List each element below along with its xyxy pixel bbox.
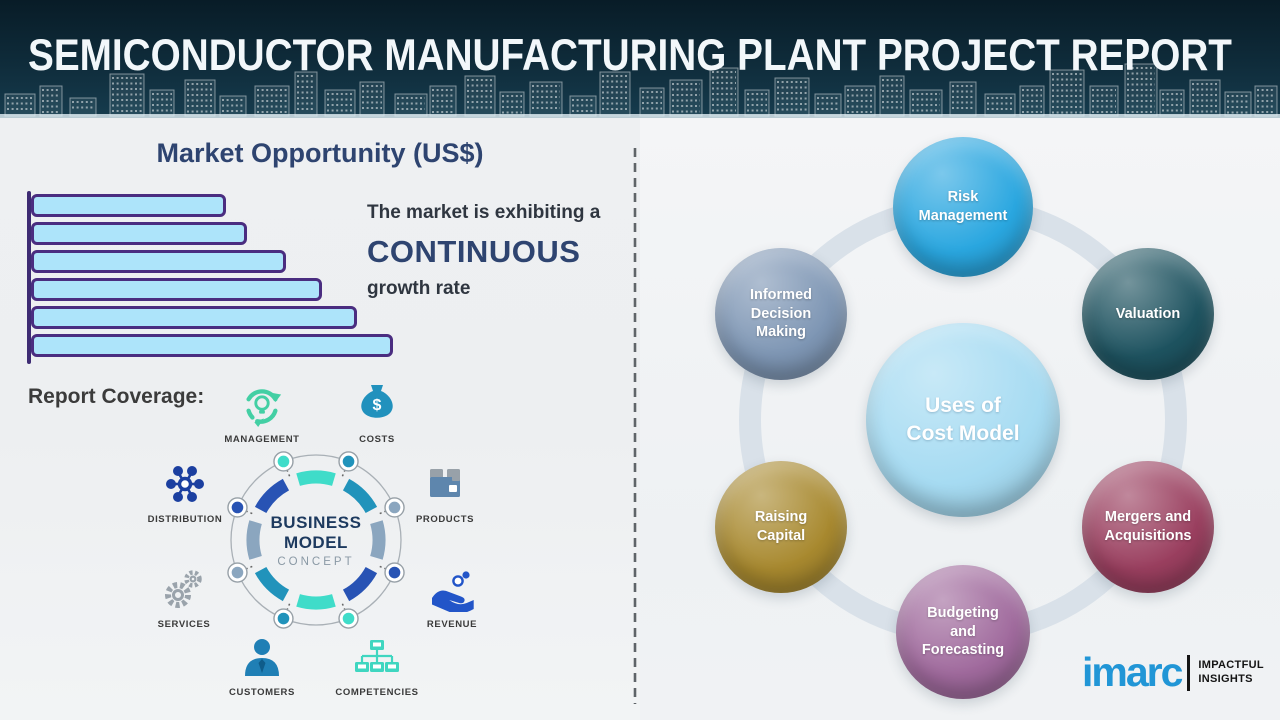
imarc-logo: imarc IMPACTFUL INSIGHTS — [1082, 652, 1264, 693]
coverage-item-revenue: REVENUE — [402, 568, 502, 630]
business-model-title-line2: MODEL — [284, 533, 348, 553]
market-opportunity-bar-chart — [31, 194, 393, 362]
bar-chart-bar — [31, 250, 287, 273]
tagline-line2: INSIGHTS — [1198, 672, 1253, 685]
node-label: Risk Management — [918, 189, 1008, 224]
coverage-label: COSTS — [359, 434, 395, 445]
city-skyline-graphic — [0, 63, 1280, 118]
business-model-ring-diagram — [227, 451, 405, 629]
business-model-center-label: BUSINESS MODEL CONCEPT — [241, 513, 391, 568]
report-coverage-title: Report Coverage: — [28, 385, 205, 408]
center-node-uses-of-cost-model: Uses of Cost Model — [866, 323, 1060, 517]
coverage-item-customers: CUSTOMERS — [212, 636, 312, 698]
dashed-divider — [633, 148, 637, 704]
coverage-item-competencies: COMPETENCIES — [327, 636, 427, 698]
coverage-label: DISTRIBUTION — [147, 514, 223, 525]
growth-statement: The market is exhibiting a CONTINUOUS gr… — [367, 202, 635, 300]
money-bag-icon: $ — [355, 381, 399, 425]
imarc-logo-wordmark: imarc — [1082, 649, 1183, 695]
gears-icon — [161, 568, 207, 612]
node-label: Budgeting and Forecasting — [921, 604, 1005, 659]
coverage-item-services: SERVICES — [134, 568, 234, 630]
center-label-line1: Uses of — [925, 393, 1001, 417]
node-label: Valuation — [1115, 305, 1181, 322]
bar-chart-bar — [31, 334, 393, 357]
bar-chart-axis — [27, 191, 31, 364]
growth-highlight: CONTINUOUS — [367, 234, 581, 269]
coverage-label: CUSTOMERS — [229, 687, 295, 698]
product-box-icon — [422, 463, 468, 507]
growth-line-2: growth rate — [367, 278, 471, 299]
center-node-label: Uses of Cost Model — [883, 392, 1042, 449]
node-raising-capital: Raising Capital — [715, 461, 847, 593]
growth-line-1: The market is exhibiting a — [367, 202, 601, 223]
page-title: SEMICONDUCTOR MANUFACTURING PLANT PROJEC… — [28, 30, 1232, 80]
bar-chart-bar — [31, 306, 358, 329]
coverage-label: MANAGEMENT — [224, 434, 300, 445]
hand-coins-icon — [428, 568, 476, 614]
logo-divider-bar — [1187, 654, 1191, 691]
node-risk-management: Risk Management — [893, 137, 1033, 277]
coverage-item-products: PRODUCTS — [395, 463, 495, 525]
coverage-item-costs: $ COSTS — [327, 381, 427, 445]
coverage-label: REVENUE — [426, 619, 478, 630]
market-opportunity-title: Market Opportunity (US$) — [156, 138, 484, 168]
node-mergers-acquisitions: Mergers and Acquisitions — [1082, 461, 1214, 593]
node-valuation: Valuation — [1082, 248, 1214, 380]
business-model-subtitle: CONCEPT — [277, 555, 355, 568]
person-icon — [240, 636, 284, 680]
center-label-line2: Cost Model — [906, 422, 1020, 445]
node-label: Mergers and Acquisitions — [1104, 509, 1192, 544]
coverage-label: SERVICES — [157, 619, 211, 630]
bar-chart-bar — [31, 194, 226, 217]
management-cycle-icon — [239, 383, 285, 427]
org-chart-icon — [353, 636, 401, 680]
coverage-label: PRODUCTS — [415, 514, 475, 525]
node-budgeting-forecasting: Budgeting and Forecasting — [896, 565, 1030, 699]
bar-chart-bar — [31, 278, 322, 301]
node-label: Raising Capital — [754, 509, 808, 544]
business-model-title-line1: BUSINESS — [270, 513, 362, 532]
header-banner: SEMICONDUCTOR MANUFACTURING PLANT PROJEC… — [0, 0, 1280, 118]
imarc-tagline: IMPACTFUL INSIGHTS — [1198, 659, 1263, 685]
network-icon — [162, 463, 208, 507]
coverage-label: COMPETENCIES — [335, 687, 419, 698]
tagline-line1: IMPACTFUL — [1198, 659, 1264, 672]
bar-chart-bar — [31, 222, 248, 245]
coverage-item-management: MANAGEMENT — [212, 383, 312, 445]
node-informed-decision-making: Informed Decision Making — [715, 248, 847, 380]
coverage-item-distribution: DISTRIBUTION — [135, 463, 235, 525]
node-label: Informed Decision Making — [749, 286, 812, 341]
svg-text:$: $ — [373, 397, 382, 414]
